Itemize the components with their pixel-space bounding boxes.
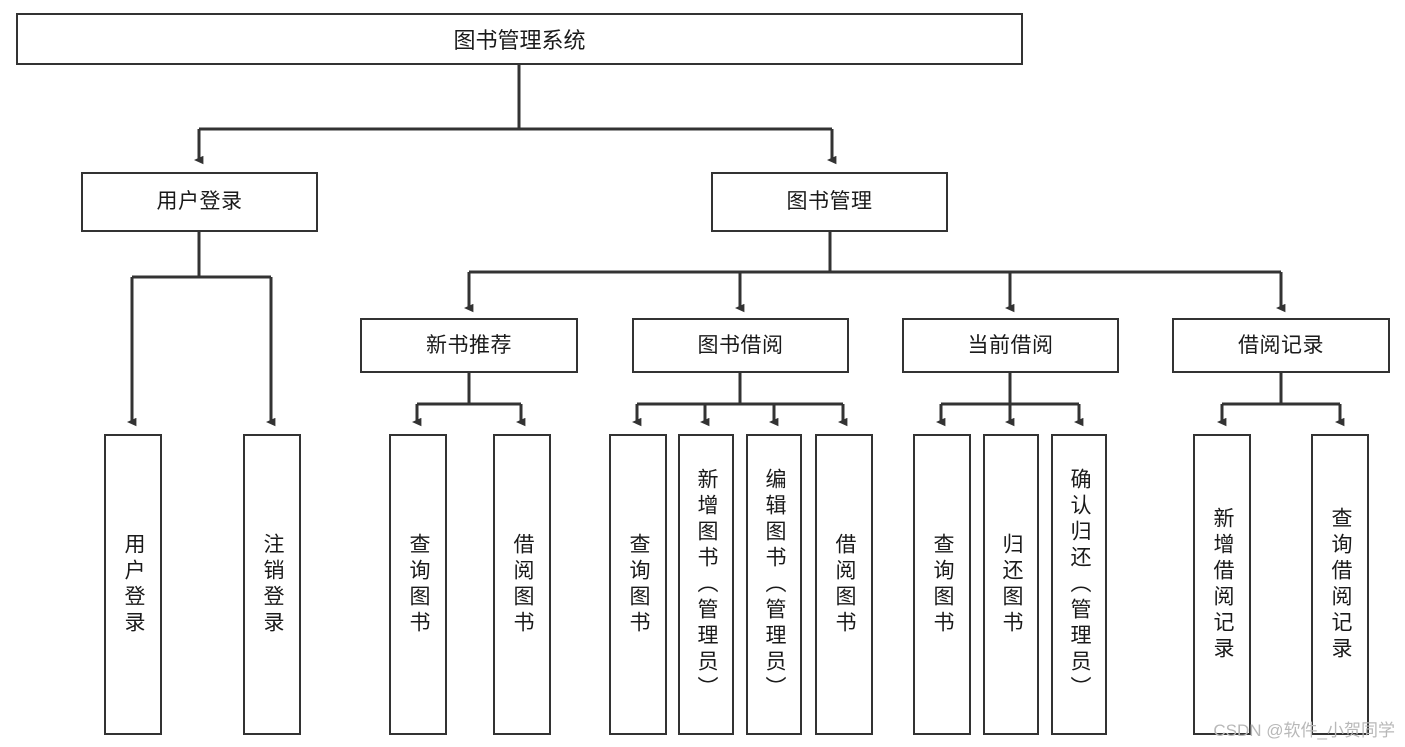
node-borrow-record[interactable]: 借阅记录 (1172, 318, 1390, 373)
node-new-book-recommend-label: 新书推荐 (426, 333, 512, 357)
node-leaf-query-book-1-label: 查询图书 (407, 532, 431, 637)
node-leaf-add-borrow-record[interactable]: 新增借阅记录 (1193, 434, 1251, 735)
node-leaf-query-borrow-record-label: 查询借阅记录 (1329, 506, 1353, 663)
node-leaf-query-borrow-record[interactable]: 查询借阅记录 (1311, 434, 1369, 735)
node-leaf-edit-book-label: 编辑图书（管理员） (763, 467, 787, 702)
node-book-borrow[interactable]: 图书借阅 (632, 318, 849, 373)
node-leaf-user-login-label: 用户登录 (122, 532, 146, 637)
node-leaf-user-logout[interactable]: 注销登录 (243, 434, 301, 735)
node-leaf-confirm-return[interactable]: 确认归还（管理员） (1051, 434, 1107, 735)
node-user-login-label: 用户登录 (156, 190, 243, 214)
node-current-borrow-label: 当前借阅 (967, 333, 1054, 357)
node-leaf-user-login[interactable]: 用户登录 (104, 434, 162, 735)
csdn-watermark: CSDN @软件_小贺同学 (1213, 721, 1395, 740)
node-leaf-query-book-3-label: 查询图书 (931, 532, 955, 637)
node-leaf-query-book-3[interactable]: 查询图书 (913, 434, 971, 735)
node-leaf-add-borrow-record-label: 新增借阅记录 (1211, 506, 1235, 663)
node-new-book-recommend[interactable]: 新书推荐 (360, 318, 578, 373)
node-book-borrow-label: 图书借阅 (697, 333, 784, 357)
node-leaf-query-book-2[interactable]: 查询图书 (609, 434, 667, 735)
node-leaf-borrow-book-1-label: 借阅图书 (511, 532, 535, 637)
node-book-manage[interactable]: 图书管理 (711, 172, 948, 232)
node-leaf-add-book-label: 新增图书（管理员） (695, 467, 719, 702)
node-leaf-edit-book[interactable]: 编辑图书（管理员） (746, 434, 802, 735)
node-user-login[interactable]: 用户登录 (81, 172, 318, 232)
node-leaf-add-book[interactable]: 新增图书（管理员） (678, 434, 734, 735)
node-leaf-user-logout-label: 注销登录 (261, 532, 285, 637)
node-leaf-borrow-book-2-label: 借阅图书 (833, 532, 857, 637)
node-leaf-borrow-book-1[interactable]: 借阅图书 (493, 434, 551, 735)
node-leaf-query-book-2-label: 查询图书 (627, 532, 651, 637)
node-borrow-record-label: 借阅记录 (1238, 333, 1324, 357)
node-leaf-query-book-1[interactable]: 查询图书 (389, 434, 447, 735)
node-root-system[interactable]: 图书管理系统 (16, 13, 1023, 65)
node-leaf-return-book-label: 归还图书 (1000, 532, 1024, 637)
node-current-borrow[interactable]: 当前借阅 (902, 318, 1119, 373)
node-root-label: 图书管理系统 (453, 28, 586, 53)
node-leaf-return-book[interactable]: 归还图书 (983, 434, 1039, 735)
node-leaf-borrow-book-2[interactable]: 借阅图书 (815, 434, 873, 735)
node-book-manage-label: 图书管理 (786, 190, 873, 214)
node-leaf-confirm-return-label: 确认归还（管理员） (1068, 467, 1092, 702)
